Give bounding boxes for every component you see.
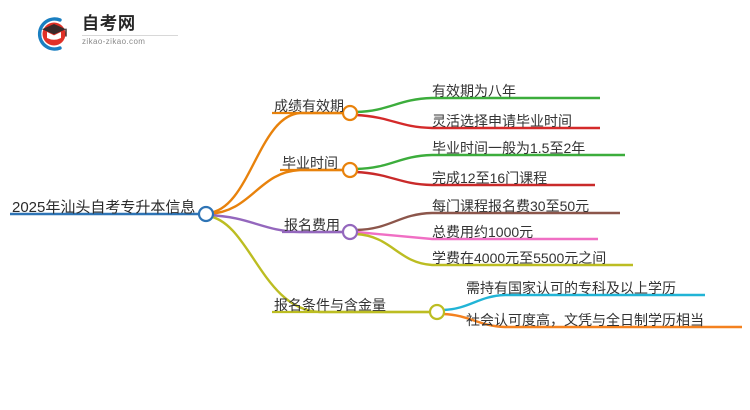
branch-label-bao-ming-tiao-jian[interactable]: 报名条件与含金量 <box>274 297 386 313</box>
leaf-label-you-xiao-qi-ba-nian[interactable]: 有效期为八年 <box>432 83 516 99</box>
leaf-label-ling-huo-xuan-ze[interactable]: 灵活选择申请毕业时间 <box>432 113 572 129</box>
connector-branch-4-child-2 <box>442 312 742 329</box>
connector-branch-3-child-2 <box>355 230 598 241</box>
site-logo: 自考网 zikao-zikao.com <box>30 12 180 58</box>
leaf-label-mei-men-ke-cheng-fei[interactable]: 每门课程报名费30至50元 <box>432 198 590 214</box>
branch-4-node-circle[interactable] <box>428 303 446 321</box>
connector-root-branch-2 <box>207 168 343 216</box>
branch-label-cheng-ji-you-xiao-qi[interactable]: 成绩有效期 <box>274 98 344 114</box>
leaf-label-bi-ye-1-5-zhi-2-nian[interactable]: 毕业时间一般为1.5至2年 <box>432 140 586 156</box>
root-node-circle[interactable] <box>197 205 215 223</box>
root-node-label[interactable]: 2025年汕头自考专升本信息 <box>12 199 196 216</box>
leaf-label-wan-cheng-12-zhi-16-men[interactable]: 完成12至16门课程 <box>432 170 548 186</box>
branch-1-node-circle[interactable] <box>341 104 359 122</box>
graduation-cap-logo-icon <box>37 17 67 51</box>
connector-branch-1-child-1 <box>355 96 600 114</box>
logo-url: zikao-zikao.com <box>82 37 146 46</box>
connector-branch-4-child-1 <box>442 293 705 312</box>
leaf-label-xu-chi-you-zhuan-ke[interactable]: 需持有国家认可的专科及以上学历 <box>466 280 676 296</box>
connector-branch-3-child-1 <box>355 211 620 232</box>
branch-label-bao-ming-fei-yong[interactable]: 报名费用 <box>284 217 340 233</box>
leaf-label-xue-fei-4000-5500[interactable]: 学费在4000元至5500元之间 <box>432 250 607 266</box>
connector-root-branch-4 <box>207 214 430 314</box>
leaf-label-she-hui-ren-ke-du[interactable]: 社会认可度高，文凭与全日制学历相当 <box>466 312 704 328</box>
branch-3-node-circle[interactable] <box>341 223 359 241</box>
connector-root-branch-1 <box>207 111 343 215</box>
connector-branch-3-child-3 <box>355 232 633 267</box>
branch-2-node-circle[interactable] <box>341 161 359 179</box>
branch-label-bi-ye-shi-jian[interactable]: 毕业时间 <box>282 155 338 171</box>
logo-title: 自考网 <box>82 14 136 33</box>
connector-branch-1-child-2 <box>355 113 600 130</box>
connector-branch-2-child-1 <box>355 153 625 171</box>
leaf-label-zong-fei-yong-1000[interactable]: 总费用约1000元 <box>432 224 534 240</box>
connector-branch-2-child-2 <box>355 170 595 187</box>
logo-divider <box>82 35 178 36</box>
